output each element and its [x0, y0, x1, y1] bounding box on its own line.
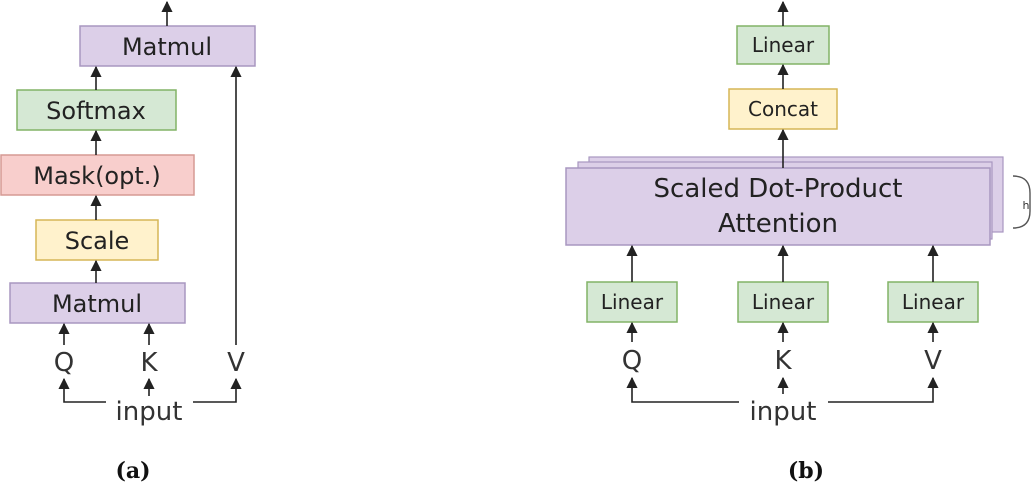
heads-bracket — [1012, 175, 1031, 229]
panel-b: Linear Concat Scaled Dot-Product Attenti… — [565, 0, 1031, 484]
q-label-a: Q — [54, 348, 74, 378]
input-label-b: input — [750, 397, 817, 427]
input-to-v-b — [828, 376, 939, 403]
mask-label: Mask(opt.) — [33, 162, 161, 190]
input-label-a: input — [116, 397, 183, 427]
caption-a: (a) — [115, 458, 150, 484]
q-label-b: Q — [622, 346, 642, 376]
attention-label-line1: Scaled Dot-Product — [654, 174, 903, 204]
attention-box — [565, 167, 991, 246]
linear-top-label: Linear — [752, 33, 815, 57]
input-to-q-b — [626, 376, 739, 403]
input-to-v — [193, 377, 242, 403]
softmax-label: Softmax — [46, 97, 146, 125]
linear-q-label: Linear — [601, 290, 664, 314]
scale-box — [35, 219, 159, 261]
matmul-top-label: Matmul — [122, 33, 212, 61]
attention-label-line2: Attention — [718, 209, 838, 239]
panel-b-arrows — [626, 0, 939, 403]
linear-k-box — [737, 281, 829, 323]
caption-b: (b) — [788, 458, 824, 484]
linear-k-label: Linear — [752, 290, 815, 314]
panel-a-arrows — [58, 0, 242, 403]
v-label-b: V — [924, 346, 942, 376]
k-label-a: K — [140, 348, 158, 378]
matmul-bottom-box — [9, 282, 186, 324]
linear-v-label: Linear — [902, 290, 965, 314]
softmax-box — [16, 89, 177, 131]
matmul-bottom-label: Matmul — [52, 290, 142, 318]
scale-label: Scale — [65, 227, 130, 255]
v-label-a: V — [227, 348, 245, 378]
concat-label: Concat — [748, 97, 818, 121]
heads-label: h — [1023, 199, 1030, 212]
input-to-q — [58, 377, 106, 403]
panel-a: Matmul Softmax Mask(opt.) Scale Matmul Q… — [0, 0, 256, 484]
k-label-b: K — [774, 346, 792, 376]
matmul-top-box — [79, 25, 256, 67]
